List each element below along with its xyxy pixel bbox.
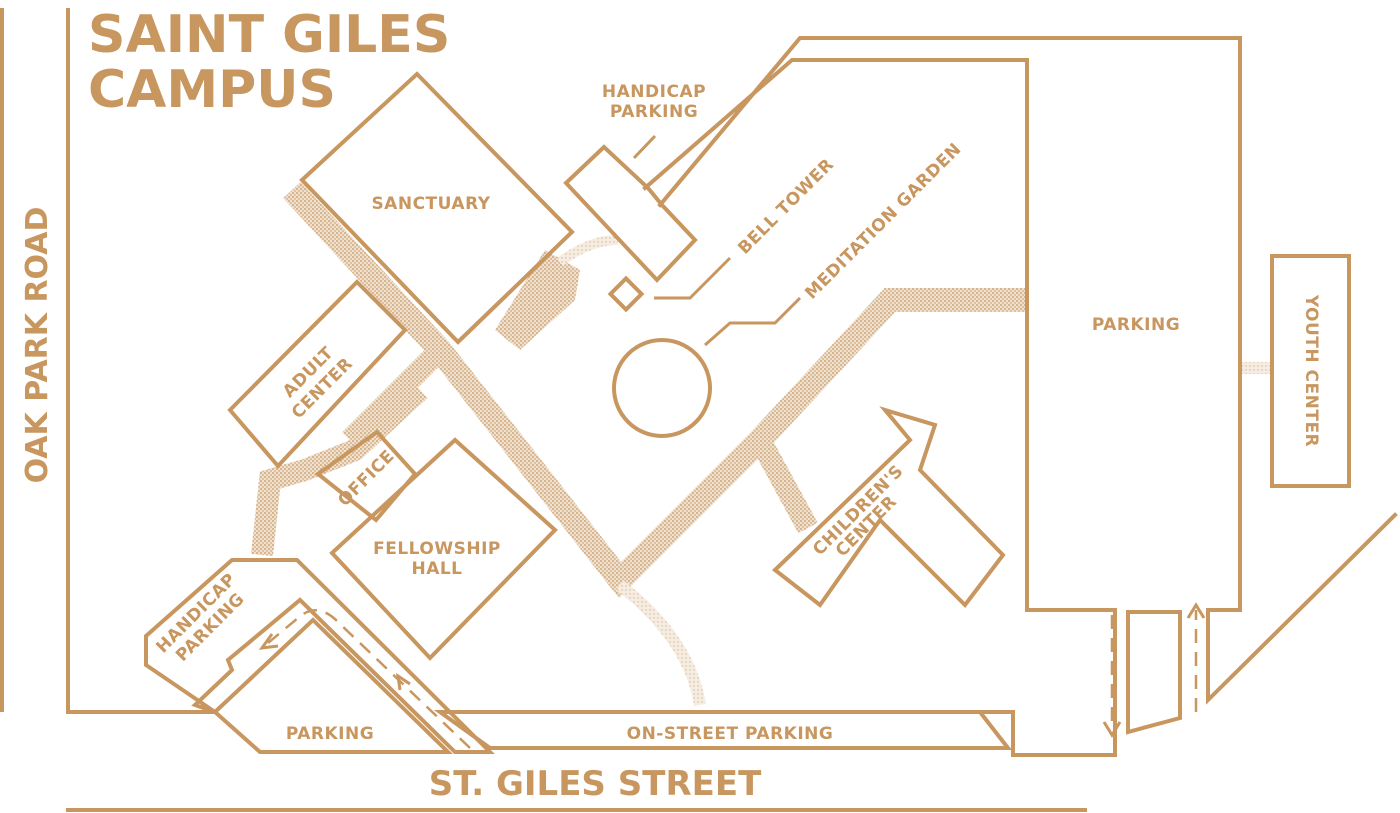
fellowship-hall-building [329, 437, 558, 661]
street-label-oak-park-road: OAK PARK ROAD [20, 207, 55, 484]
meditation-garden-circle [612, 338, 712, 438]
fellowship-hall-label-1: FELLOWSHIP [373, 539, 501, 559]
sanctuary-building [299, 71, 575, 345]
street-label-st-giles-street: ST. GILES STREET [429, 764, 762, 804]
walkways [251, 181, 1272, 706]
bell-tower-building [563, 144, 698, 283]
youth-center-label: YOUTH CENTER [1301, 294, 1321, 447]
adult-center-building [227, 279, 408, 469]
traffic-arrows [258, 602, 1206, 749]
property-boundary [66, 8, 214, 714]
north-driveway-outer [657, 36, 1398, 705]
parking-east-label: PARKING [1092, 315, 1180, 335]
north-driveway [453, 58, 1117, 757]
south-parking-triangle [212, 617, 453, 754]
sanctuary-label: SANCTUARY [371, 194, 490, 214]
fellowship-hall-label-2: HALL [411, 559, 462, 579]
bell-tower-square [607, 275, 645, 313]
bell-tower-label: BELL TOWER [734, 155, 838, 259]
handicap-parking-top-label-1: HANDICAP [602, 82, 706, 102]
childrens-center-building [771, 406, 1006, 609]
parking-south-label: PARKING [286, 724, 374, 744]
map-title-line1: SAINT GILES [88, 5, 450, 65]
parking-island [1126, 610, 1182, 735]
handicap-parking-top-label-2: PARKING [610, 102, 698, 122]
office-building [314, 429, 418, 523]
on-street-parking-label: ON-STREET PARKING [627, 724, 834, 744]
map-title-line2: CAMPUS [88, 60, 336, 120]
youth-center-building [1270, 254, 1351, 488]
handicap-parking-lot [144, 558, 495, 754]
on-street-parking-strip [433, 710, 1013, 750]
leader-lines [632, 134, 802, 347]
